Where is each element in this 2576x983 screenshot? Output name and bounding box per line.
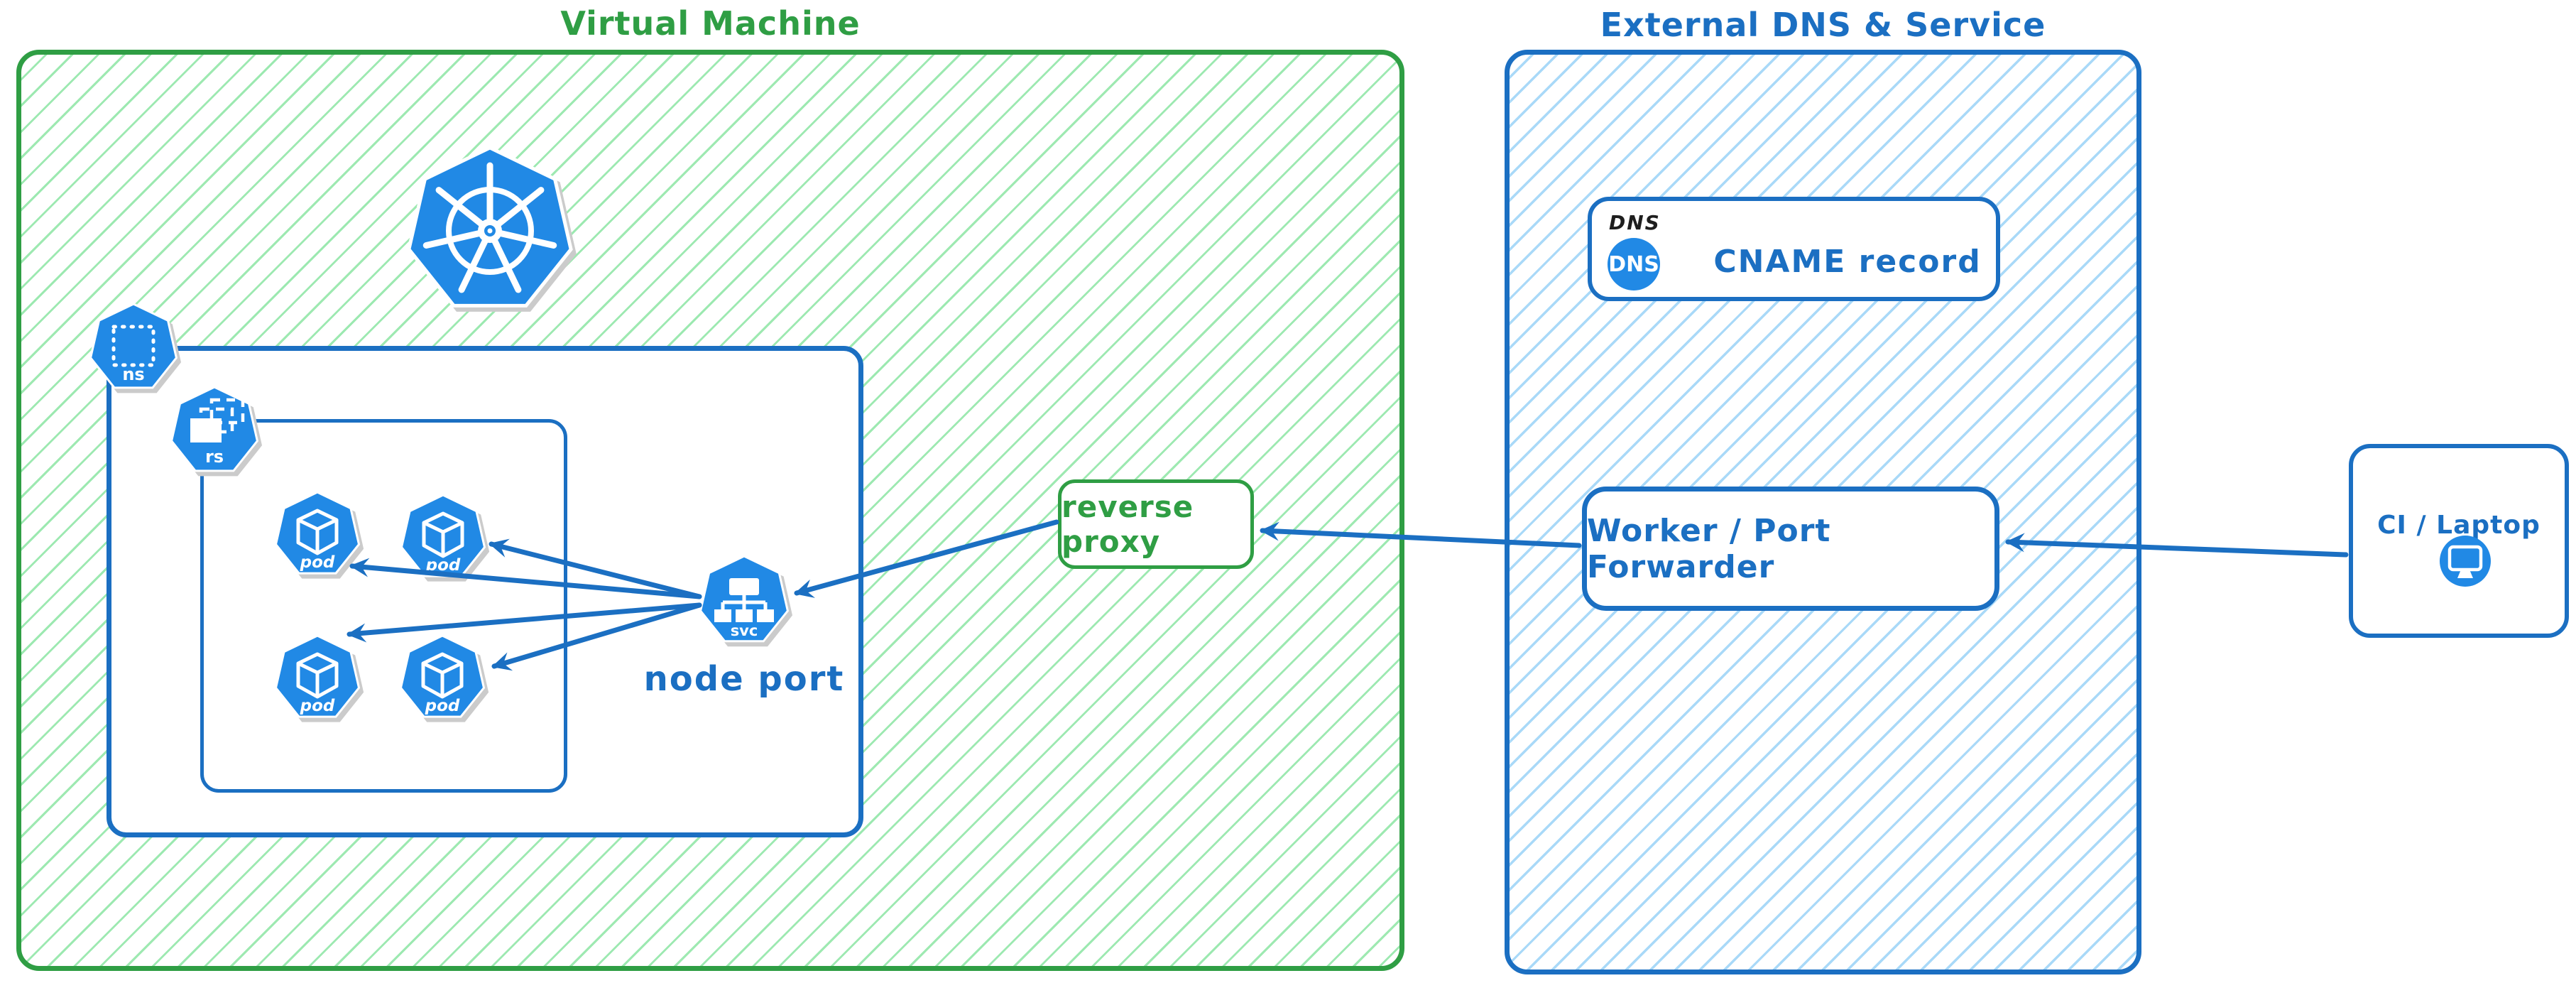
cname-record-label: CNAME record xyxy=(1713,244,1982,280)
virtual-machine-title: Virtual Machine xyxy=(560,4,861,43)
worker-port-forwarder-label: Worker / Port Forwarder xyxy=(1587,512,1831,585)
dns-icon: DNS xyxy=(1608,238,1660,290)
reverse-proxy-label: reverse proxy xyxy=(1061,489,1194,559)
replicaset-box xyxy=(200,419,567,793)
worker-port-forwarder-box: Worker / Port Forwarder xyxy=(1582,487,1999,611)
ci-laptop-box: CI / Laptop xyxy=(2349,444,2569,638)
dns-record-card: DNS DNS CNAME record xyxy=(1588,197,2000,301)
node-port-label: node port xyxy=(643,659,845,699)
dns-tag-label: DNS xyxy=(1609,211,1661,234)
reverse-proxy-box: reverse proxy xyxy=(1058,479,1254,569)
ci-laptop-label: CI / Laptop xyxy=(2377,511,2540,540)
external-dns-service-title: External DNS & Service xyxy=(1600,6,2046,44)
